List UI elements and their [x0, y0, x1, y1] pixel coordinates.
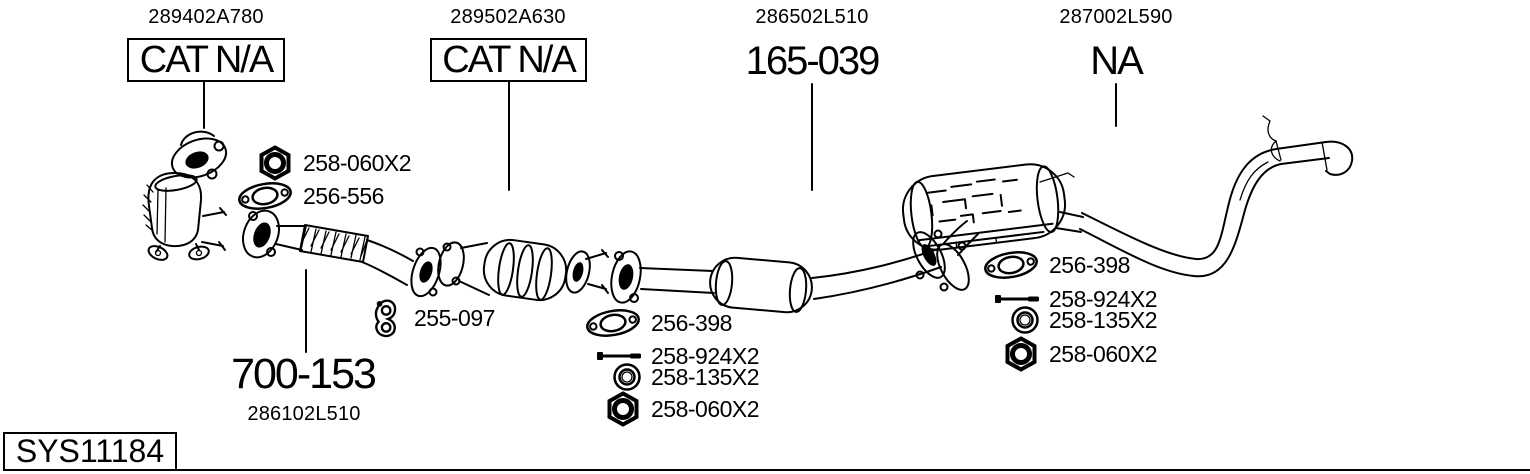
tailpipe-hanger-rod — [1275, 140, 1282, 161]
hardware-label: 258-924X2 — [1049, 285, 1158, 312]
hardware-label: 255-097 — [414, 304, 495, 331]
bolt-icon — [584, 349, 642, 363]
washer-icon — [982, 305, 1040, 335]
hardware-label: 256-398 — [651, 309, 732, 336]
bottom-rule — [173, 469, 1530, 471]
gasket-icon — [584, 306, 642, 340]
hardware-label: 256-398 — [1049, 251, 1130, 278]
hardware-row: 256-398 — [584, 305, 732, 341]
gasket-icon — [236, 179, 294, 213]
nut-icon — [236, 145, 294, 181]
hardware-label: 256-556 — [303, 182, 384, 209]
tailpipe-drawing — [1079, 115, 1354, 278]
hardware-label: 258-135X2 — [1049, 306, 1158, 333]
ref-number-front-cat: 289402A780 — [148, 6, 264, 28]
part-label-front-pipe: 700-153 — [231, 350, 377, 398]
hardware-row: 258-924X2 — [982, 281, 1158, 317]
part-label-mid-cat: CAT N/A — [430, 38, 587, 82]
hardware-row: 256-556 — [236, 178, 384, 214]
hardware-label: 258-924X2 — [651, 342, 760, 369]
hardware-row: 258-060X2 — [584, 391, 760, 427]
ref-number-center-muffler: 286502L510 — [755, 6, 869, 28]
washer-icon — [584, 362, 642, 392]
nut-icon — [584, 391, 642, 427]
hardware-row: 255-097 — [368, 297, 495, 339]
middle-catalytic-converter-drawing — [437, 238, 609, 302]
hardware-label: 258-060X2 — [1049, 340, 1158, 367]
hardware-row: 258-135X2 — [982, 302, 1158, 338]
hardware-row: 256-398 — [982, 247, 1130, 283]
part-label-center-muffler: 165-039 — [745, 39, 881, 83]
system-id-badge: SYS11184 — [3, 432, 177, 471]
callout-leader-lines — [203, 80, 1117, 353]
hardware-label: 258-060X2 — [651, 395, 760, 422]
ref-number-rear-muffler: 287002L590 — [1059, 6, 1173, 28]
nut-icon — [982, 336, 1040, 372]
part-label-rear-muffler: NA — [1090, 39, 1144, 83]
gasket-icon — [982, 248, 1040, 282]
ref-number-front-pipe: 286102L510 — [247, 403, 361, 425]
part-label-front-cat: CAT N/A — [127, 38, 285, 82]
rubber-hanger-icon — [368, 296, 404, 340]
front-catalytic-converter-drawing — [142, 130, 228, 261]
hardware-row: 258-924X2 — [584, 338, 760, 374]
hardware-row: 258-135X2 — [584, 359, 760, 395]
hardware-label: 258-135X2 — [651, 363, 760, 390]
hardware-row: 258-060X2 — [236, 145, 412, 181]
front-flex-pipe-drawing — [242, 209, 442, 298]
bolt-icon — [982, 292, 1040, 306]
rear-muffler-drawing — [901, 163, 1084, 292]
hardware-label: 258-060X2 — [303, 149, 412, 176]
ref-number-mid-cat: 289502A630 — [450, 6, 566, 28]
hardware-row: 258-060X2 — [982, 336, 1158, 372]
